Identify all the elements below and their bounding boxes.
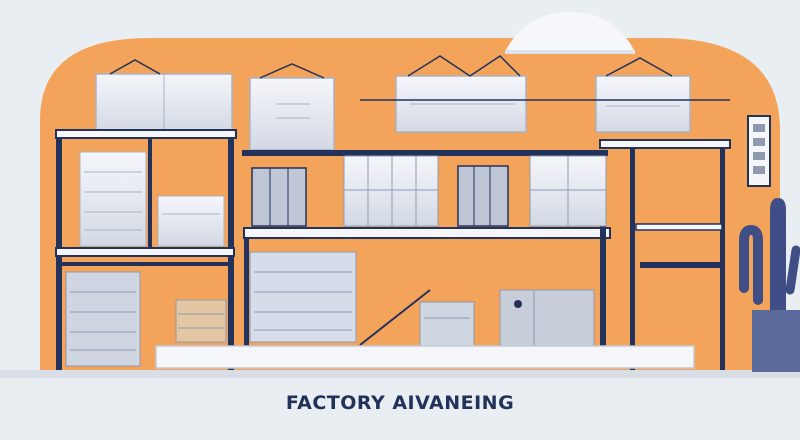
dome-lamp-icon (505, 12, 635, 54)
floor-platform (155, 345, 695, 369)
storage-rack-center (242, 150, 611, 350)
wall-switch-panel-icon (747, 115, 771, 187)
storage-rack-left (55, 129, 237, 370)
storage-rack-right (599, 139, 731, 370)
floor-strip (0, 370, 800, 378)
illustration-caption: FACTORY AIVANEING (285, 392, 515, 414)
potted-cactus-icon (739, 198, 800, 372)
top-crates (95, 55, 730, 151)
